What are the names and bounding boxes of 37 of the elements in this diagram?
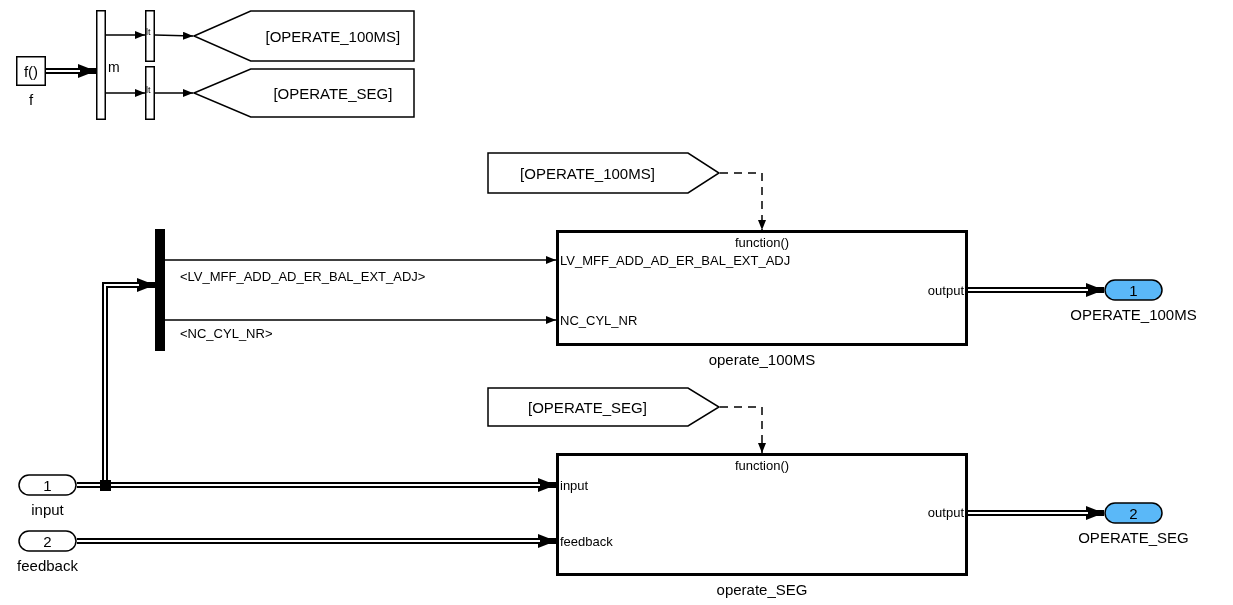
port-label: lt [146,86,151,95]
block-caption: operate_100MS [708,352,816,367]
bar-block [155,229,165,351]
port-number: 2 [1129,505,1138,521]
edge-label: <NC_CYL_NR> [180,327,273,340]
block-label: [OPERATE_SEG] [273,85,393,101]
edge-label: <LV_MFF_ADD_AD_ER_BAL_EXT_ADJ> [180,270,426,283]
from-tag [487,152,720,194]
block-label: [OPERATE_100MS] [265,28,401,44]
port-label: input [560,479,589,492]
block-label: [OPERATE_100MS] [520,165,655,181]
from-tag [487,387,720,427]
block-caption: operate_SEG [716,582,808,597]
goto-tag [193,68,415,118]
block-caption: feedback [17,558,78,573]
trigger-label: function() [734,459,790,472]
block-caption: OPERATE_SEG [1078,530,1189,545]
block-label: [OPERATE_SEG] [528,399,647,415]
block-caption: input [31,502,64,517]
block-label: f() [23,63,39,79]
port-number: 1 [1129,282,1138,298]
port-label: LV_MFF_ADD_AD_ER_BAL_EXT_ADJ [560,254,791,267]
trigger-label: function() [734,236,790,249]
port-label: lt [146,28,151,37]
port-number: 1 [43,477,52,493]
port-number: 2 [43,533,52,549]
port-label: NC_CYL_NR [560,314,638,327]
bar-block [145,66,155,120]
bar-block [96,10,106,120]
port-label: output [927,506,964,519]
block-caption: OPERATE_100MS [1070,307,1197,322]
port-label: output [927,284,964,297]
port-label: feedback [560,535,613,548]
goto-tag [193,10,415,62]
port-label: m [108,60,120,74]
bar-block [145,10,155,62]
block-caption: f [28,92,34,107]
